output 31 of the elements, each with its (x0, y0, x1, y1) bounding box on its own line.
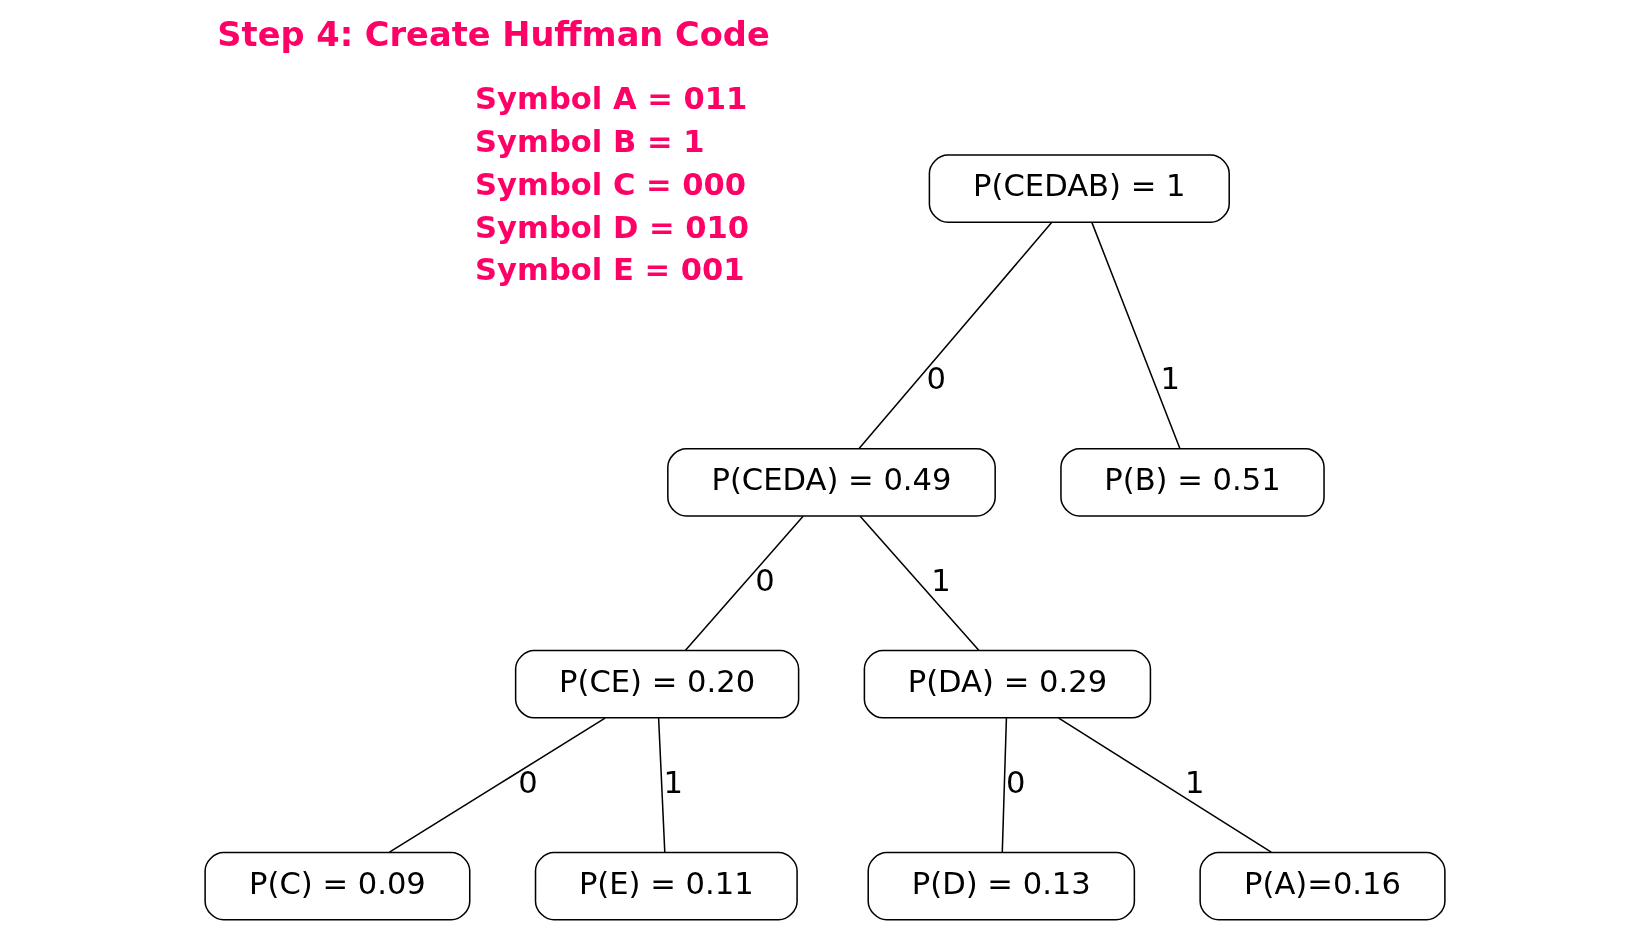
node-box: P(DA) = 0.29 (863, 649, 1151, 719)
edge-label: 1 (662, 764, 683, 800)
label: Symbol D = 010 (474, 209, 749, 245)
node-box: P(B) = 0.51 (1059, 447, 1325, 517)
connector (388, 717, 606, 853)
connector (1001, 717, 1007, 853)
label: Symbol C = 000 (474, 166, 746, 202)
node-box: P(C) = 0.09 (203, 851, 470, 921)
edge-label: 0 (926, 360, 946, 396)
connector (857, 221, 1053, 450)
connector (858, 515, 980, 652)
node-box: P(CEDAB) = 1 (928, 154, 1230, 224)
node-box: P(E) = 0.11 (534, 851, 798, 921)
node-box: P(A)=0.16 (1198, 851, 1446, 921)
node-box: P(CEDA) = 0.49 (666, 447, 996, 517)
connector (684, 515, 804, 652)
label: Symbol B = 1 (474, 123, 704, 159)
edge-label: 1 (1184, 764, 1205, 800)
connector (1090, 221, 1181, 450)
edge-label: 0 (1005, 764, 1026, 800)
label: Symbol E = 001 (474, 252, 745, 288)
edge-label: 1 (1160, 360, 1180, 396)
edge-label: 0 (754, 562, 775, 598)
edge-label: 0 (517, 764, 538, 800)
label: Symbol A = 011 (474, 81, 747, 117)
connector (1057, 717, 1272, 853)
diagram-title: Step 4: Create Huffman Code (216, 14, 770, 54)
edge-label: 1 (930, 562, 951, 598)
node-box: P(D) = 0.13 (866, 851, 1135, 921)
node-box: P(CE) = 0.20 (514, 649, 799, 719)
connector (657, 717, 666, 853)
